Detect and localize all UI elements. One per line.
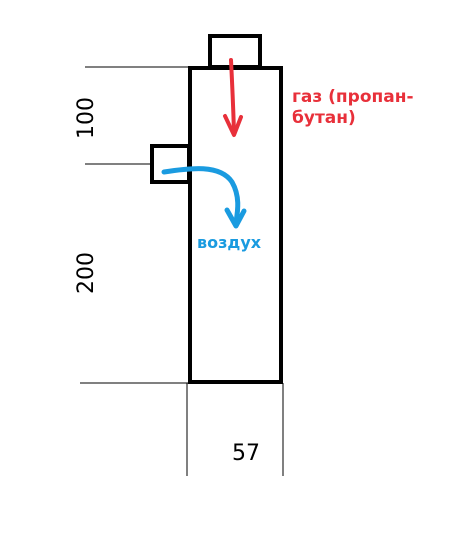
dimension-100-label: 100	[74, 97, 99, 139]
air-arrow	[161, 166, 247, 229]
gas-arrow	[223, 58, 243, 137]
dimension-200-label: 200	[74, 252, 99, 294]
air-inlet	[150, 144, 191, 184]
air-label: воздух	[197, 233, 262, 252]
gas-label-line1: газ (пропан-	[292, 87, 414, 107]
gas-label-line2: бутан)	[292, 108, 356, 128]
gas-inlet	[208, 34, 262, 69]
dimension-57-label: 57	[232, 441, 260, 466]
